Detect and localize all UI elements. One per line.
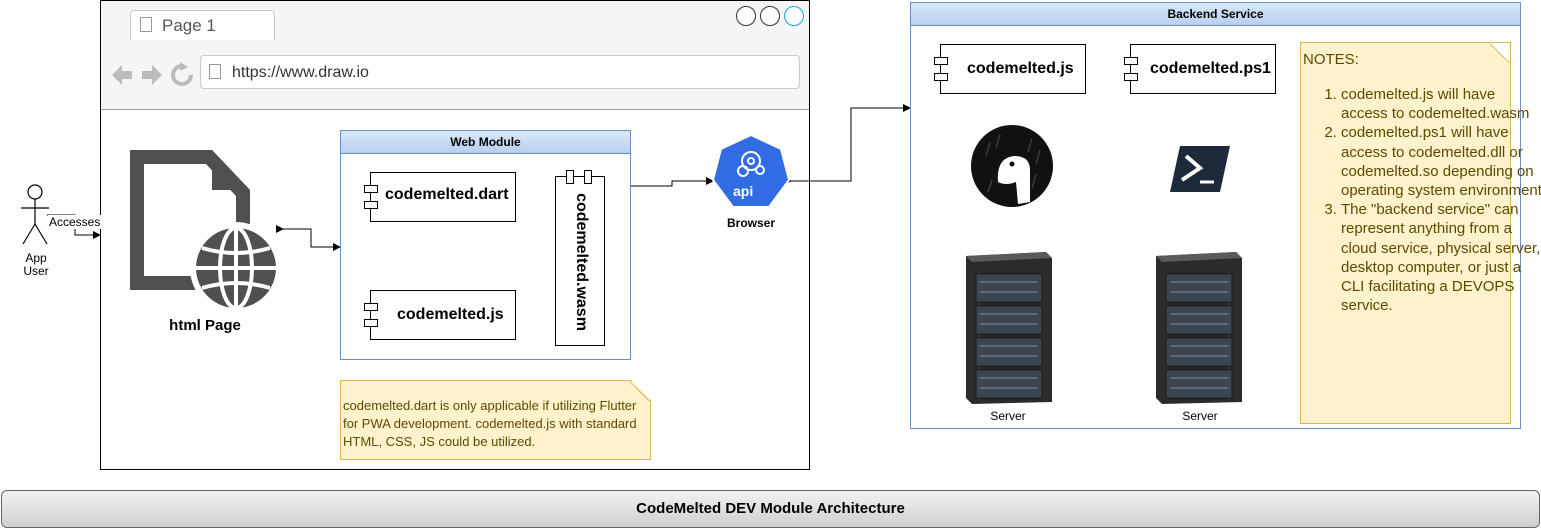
api-icon	[711, 133, 791, 208]
component-tab	[566, 170, 574, 184]
edge-webmodule-browser	[624, 177, 714, 190]
component-tab	[364, 185, 378, 193]
window-button-1[interactable]	[736, 6, 756, 26]
browser-node-label: Browser	[726, 216, 776, 230]
window-button-3[interactable]	[784, 6, 804, 26]
back-icon[interactable]	[112, 65, 132, 85]
api-icon-text: api	[733, 183, 754, 199]
component-tab	[364, 201, 378, 209]
user-icon	[21, 184, 49, 245]
notes-list: codemelted.js will have access to codeme…	[1301, 85, 1541, 315]
component-codemelted-dart[interactable]: codemelted.dart	[364, 172, 516, 222]
web-note-text: codemelted.dart is only applicable if ut…	[343, 398, 637, 449]
web-note: codemelted.dart is only applicable if ut…	[340, 380, 651, 460]
deno-icon	[971, 125, 1053, 207]
component-label: codemelted.dart	[385, 186, 509, 203]
component-backend-codemelted-js[interactable]: codemelted.js	[934, 44, 1086, 94]
diagram-title-bar: CodeMelted DEV Module Architecture	[1, 490, 1540, 528]
note-item: codemelted.js will have access to codeme…	[1341, 85, 1541, 123]
edge-html-webmodule	[276, 225, 341, 251]
web-module-title: Web Module	[341, 131, 630, 154]
component-tab	[934, 73, 948, 81]
forward-icon[interactable]	[142, 65, 162, 85]
component-tab	[1124, 57, 1138, 65]
backend-notes: NOTES: codemelted.js will have access to…	[1300, 42, 1541, 424]
note-item: The "backend service" can represent anyt…	[1341, 200, 1541, 315]
component-tab	[364, 319, 378, 327]
component-label: codemelted.ps1	[1150, 60, 1271, 77]
component-label: codemelted.js	[967, 60, 1074, 77]
component-tab	[934, 57, 948, 65]
globe-icon	[196, 226, 276, 310]
component-codemelted-ps1[interactable]: codemelted.ps1	[1124, 44, 1276, 94]
window-button-2[interactable]	[760, 6, 780, 26]
component-codemelted-js[interactable]: codemelted.js	[364, 290, 516, 340]
browser-tab[interactable]	[130, 10, 275, 40]
edge-browser-backend	[784, 104, 911, 185]
url-bar[interactable]	[200, 55, 800, 89]
refresh-icon[interactable]	[171, 62, 193, 86]
server-label-1: Server	[990, 409, 1026, 423]
html-page-label: html Page	[169, 317, 241, 334]
powershell-icon	[1170, 146, 1230, 192]
actor-label: App User	[23, 251, 49, 278]
component-tab	[364, 303, 378, 311]
page-icon	[209, 64, 221, 79]
server-icon-2	[1156, 252, 1242, 404]
component-label: codemelted.js	[397, 306, 504, 323]
component-codemelted-wasm[interactable]: codemelted.wasm	[555, 170, 605, 346]
note-fold-edge	[630, 381, 650, 401]
url-text: https://www.draw.io	[232, 64, 369, 81]
backend-service-title: Backend Service	[911, 3, 1520, 26]
server-icon-1	[966, 252, 1052, 404]
server-label-2: Server	[1182, 409, 1218, 423]
notes-title: NOTES:	[1303, 51, 1359, 68]
tab-title: Page 1	[162, 16, 216, 35]
nav-buttons	[112, 62, 193, 86]
note-item: codemelted.ps1 will have access to codem…	[1341, 123, 1541, 200]
page-icon	[140, 17, 152, 32]
edge-label-accesses: Accesses	[48, 215, 102, 229]
note-fold	[1490, 43, 1510, 63]
component-tab	[1124, 73, 1138, 81]
html-page-icon	[130, 150, 282, 314]
component-tab	[584, 170, 592, 184]
component-label: codemelted.wasm	[573, 193, 590, 331]
